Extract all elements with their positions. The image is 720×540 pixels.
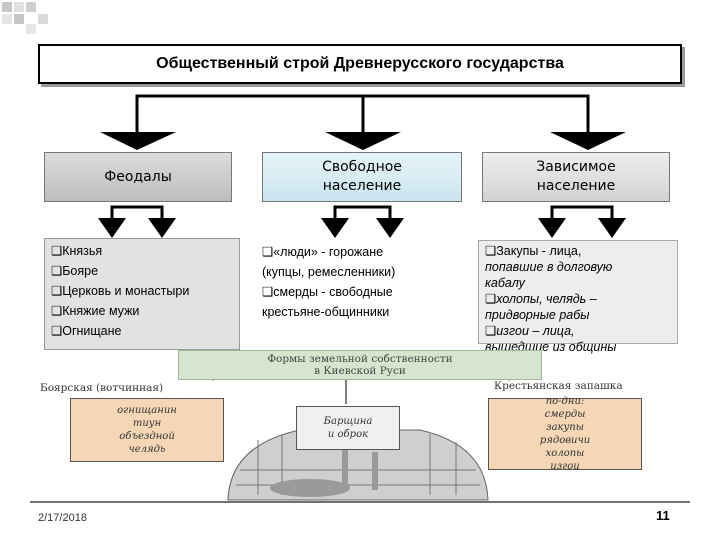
dependent-population-list: ❑Закупы - лица, попавшие в долговую каба… xyxy=(478,240,678,354)
category-feudals: Феодалы xyxy=(44,152,232,202)
box-line: рядовичи xyxy=(539,435,591,446)
corvee-box: Барщина и оброк xyxy=(296,406,400,450)
category-feudals-label: Феодалы xyxy=(104,168,172,185)
bullet-icon: ❑ xyxy=(262,245,274,259)
slide-date: 2/17/2018 xyxy=(38,512,87,524)
category-dependent-label2: население xyxy=(536,178,616,194)
list-item: (купцы, ремесленники) xyxy=(262,265,396,279)
bullet-icon: ❑ xyxy=(51,264,63,278)
box-line: смерды xyxy=(544,409,586,420)
bullet-icon: ❑ xyxy=(485,292,497,306)
land-ownership-title-line1: Формы земельной собственности xyxy=(267,353,453,365)
land-ownership-title: Формы земельной собственности в Киевской… xyxy=(178,350,542,380)
box-line: челядь xyxy=(128,444,166,455)
box-line: огнищанин xyxy=(117,405,177,416)
list-item: кабалу xyxy=(485,276,525,290)
list-item: ❑холопы, челядь – xyxy=(485,292,597,306)
feudals-list: ❑Князья ❑Бояре ❑Церковь и монастыри ❑Кня… xyxy=(44,238,240,350)
box-line: объездной xyxy=(119,431,175,442)
box-line: закупы xyxy=(546,422,584,433)
list-item: ❑Огнищане xyxy=(51,324,122,338)
list-item: ❑Бояре xyxy=(51,264,99,278)
list-item: придворные рабы xyxy=(485,308,590,322)
bullet-icon: ❑ xyxy=(51,304,63,318)
peasant-plot-label: Крестьянская запашка xyxy=(494,380,623,392)
box-line: тиун xyxy=(132,418,162,429)
bullet-icon: ❑ xyxy=(51,284,63,298)
slide-number: 11 xyxy=(656,508,670,523)
bullet-icon: ❑ xyxy=(485,324,497,338)
category-dependent-population: Зависимое население xyxy=(482,152,670,202)
list-item: ❑изгои – лица, xyxy=(485,324,575,338)
bullet-icon: ❑ xyxy=(51,324,63,338)
list-item: ❑«люди» - горожане xyxy=(262,245,384,259)
free-population-list: ❑«люди» - горожане (купцы, ремесленники)… xyxy=(262,242,462,322)
box-line: изгои xyxy=(550,461,580,472)
list-item: ❑Закупы - лица, xyxy=(485,244,582,258)
land-ownership-title-line2: в Киевской Руси xyxy=(314,365,406,377)
category-free-label2: население xyxy=(322,178,402,194)
bullet-icon: ❑ xyxy=(262,285,274,299)
list-item: крестьяне-общинники xyxy=(262,305,390,319)
box-line: и оброк xyxy=(327,429,369,440)
bullet-icon: ❑ xyxy=(485,244,497,258)
box-line: по-дни: xyxy=(545,396,585,407)
list-item: ❑Князья xyxy=(51,244,103,258)
category-free-population: Свободное население xyxy=(262,152,462,202)
list-item: ❑Княжие мужи xyxy=(51,304,140,318)
category-dependent-label1: Зависимое xyxy=(536,159,616,175)
boyar-estate-box: огнищанин тиун объездной челядь xyxy=(70,398,224,462)
category-free-label1: Свободное xyxy=(322,159,402,175)
list-item: попавшие в долговую xyxy=(485,260,613,274)
decorative-squares xyxy=(2,2,48,34)
boyar-estate-label: Боярская (вотчинная) xyxy=(40,382,164,394)
list-item: ❑Церковь и монастыри xyxy=(51,284,190,298)
peasant-plot-box: по-дни: смерды закупы рядовичи холопы из… xyxy=(488,396,642,472)
box-line: Барщина xyxy=(323,416,373,427)
list-item: ❑смерды - свободные xyxy=(262,285,393,299)
bullet-icon: ❑ xyxy=(51,244,63,258)
box-line: холопы xyxy=(545,448,585,459)
page-title: Общественный строй Древнерусского госуда… xyxy=(38,44,682,84)
